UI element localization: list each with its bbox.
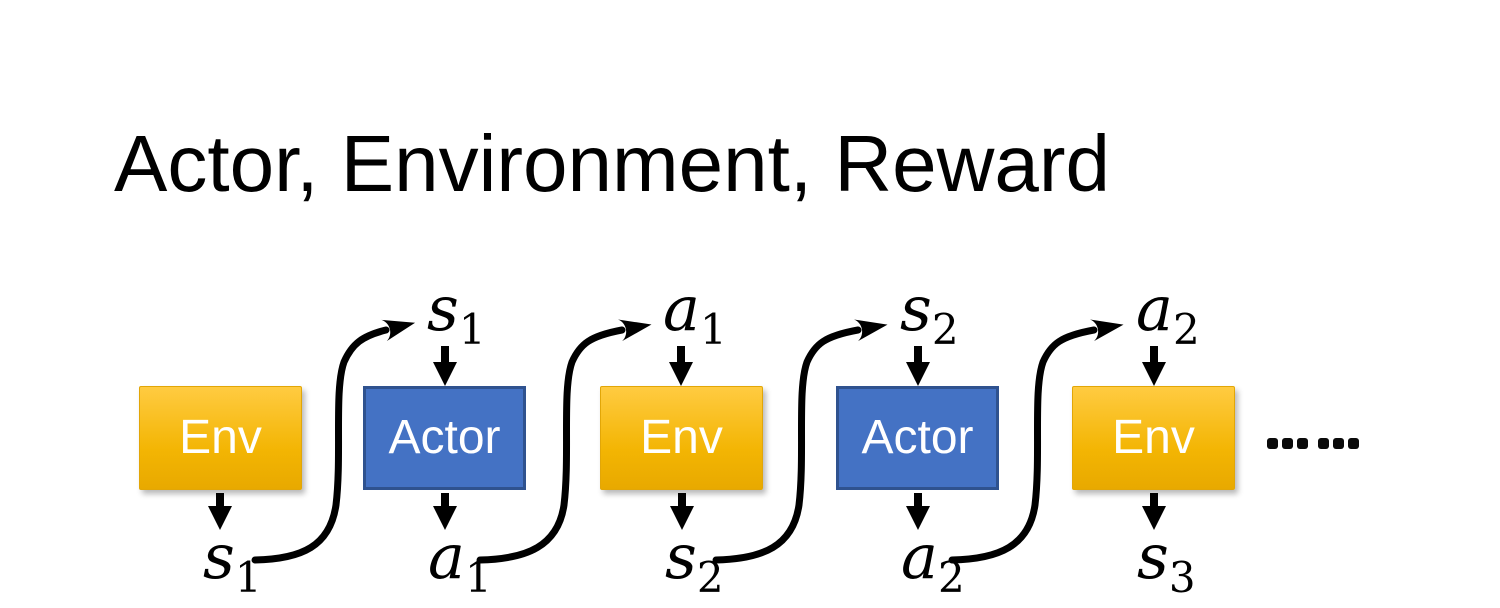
- env-box-2-label: Env: [640, 411, 723, 464]
- bottom-label-a1-sub: 1: [464, 553, 492, 602]
- top-label-a1-var: a: [663, 272, 700, 345]
- ellipsis-dot: [1318, 437, 1329, 449]
- ellipsis-dot: [1267, 437, 1278, 449]
- top-label-a2-var: a: [1136, 272, 1173, 345]
- top-label-s2-sub: 2: [931, 305, 959, 354]
- bottom-label-s2-var: s: [665, 520, 697, 593]
- bottom-label-s3-sub: 3: [1168, 553, 1196, 602]
- actor-box-1-label: Actor: [388, 411, 501, 464]
- ellipsis-dot: [1282, 437, 1293, 449]
- top-label-s1-sub: 1: [458, 305, 486, 354]
- bottom-label-s2-sub: 2: [696, 553, 724, 602]
- bottom-label-s3: s3: [1137, 526, 1196, 599]
- actor-box-2-label: Actor: [861, 411, 974, 464]
- top-label-a1-sub: 1: [699, 305, 727, 354]
- env-box-1-label: Env: [179, 411, 262, 464]
- env-box-1: Env: [139, 386, 302, 490]
- env-box-3: Env: [1072, 386, 1235, 490]
- ellipsis-dot: [1297, 437, 1308, 449]
- bottom-label-s3-var: s: [1137, 520, 1169, 593]
- bottom-label-a1-var: a: [428, 520, 465, 593]
- top-label-s1: s1: [427, 278, 486, 351]
- bottom-label-a2: a2: [901, 526, 965, 599]
- bottom-label-a2-sub: 2: [937, 553, 965, 602]
- bottom-label-a2-var: a: [901, 520, 938, 593]
- top-label-s2: s2: [900, 278, 959, 351]
- bottom-label-a1: a1: [428, 526, 492, 599]
- env-box-3-label: Env: [1112, 411, 1195, 464]
- env-box-2: Env: [600, 386, 763, 490]
- actor-box-2: Actor: [836, 386, 999, 490]
- top-label-a2: a2: [1136, 278, 1200, 351]
- ellipsis-dot: [1333, 437, 1344, 449]
- bottom-label-s1: s1: [203, 526, 262, 599]
- bottom-label-s2: s2: [665, 526, 724, 599]
- top-label-a2-sub: 2: [1172, 305, 1200, 354]
- top-label-s2-var: s: [900, 272, 932, 345]
- top-label-a1: a1: [663, 278, 727, 351]
- top-label-s1-var: s: [427, 272, 459, 345]
- actor-box-1: Actor: [363, 386, 526, 490]
- ellipsis-dots: [1267, 437, 1363, 449]
- bottom-label-s1-sub: 1: [234, 553, 262, 602]
- ellipsis-dot: [1348, 437, 1359, 449]
- slide-title: Actor, Environment, Reward: [114, 119, 1110, 208]
- bottom-label-s1-var: s: [203, 520, 235, 593]
